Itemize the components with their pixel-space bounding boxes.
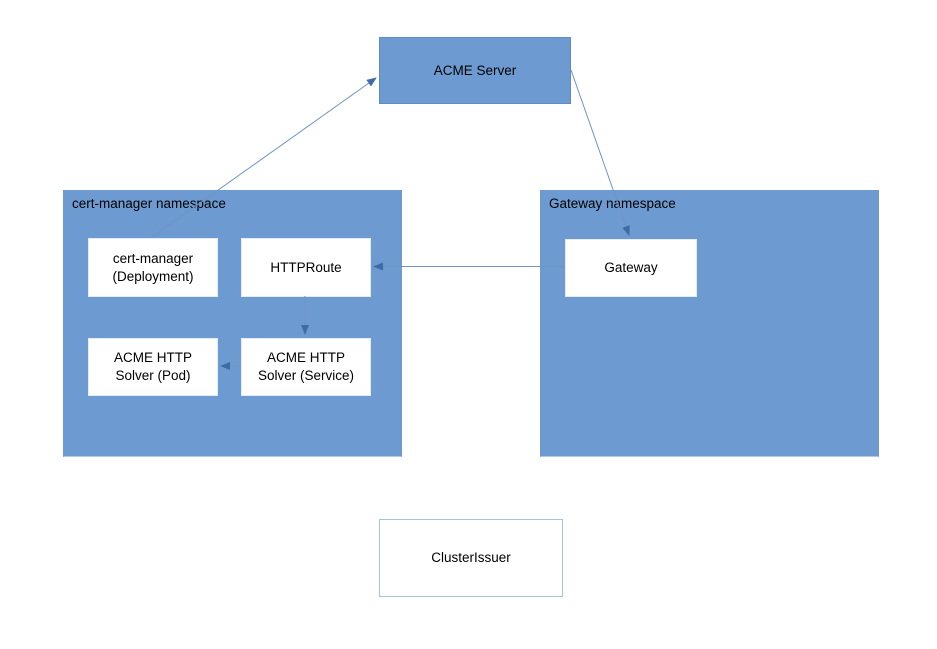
node-acme-http-solver-pod: ACME HTTP Solver (Pod) <box>88 338 218 396</box>
node-acme-server-label: ACME Server <box>433 62 517 78</box>
node-gateway: Gateway <box>565 239 697 297</box>
node-acme-server: ACME Server <box>379 37 571 104</box>
node-cluster-issuer-label: ClusterIssuer <box>431 550 511 565</box>
node-httproute: HTTPRoute <box>241 238 371 297</box>
container-cert-manager-namespace-label: cert-manager namespace <box>72 196 226 211</box>
node-gateway-label: Gateway <box>604 260 658 275</box>
container-gateway-namespace: Gateway namespace Gateway <box>540 190 879 457</box>
container-cert-manager-namespace: cert-manager namespace cert-manager (Dep… <box>63 190 402 457</box>
node-acme-http-solver-service-label: ACME HTTP Solver (Service) <box>257 350 355 383</box>
node-cluster-issuer: ClusterIssuer <box>379 519 563 597</box>
container-gateway-namespace-label: Gateway namespace <box>549 196 676 211</box>
node-cert-manager-deployment-label: cert-manager (Deployment) <box>112 250 194 284</box>
node-acme-http-solver-pod-label: ACME HTTP Solver (Pod) <box>113 350 192 383</box>
node-cert-manager-deployment: cert-manager (Deployment) <box>88 238 218 297</box>
node-httproute-label: HTTPRoute <box>270 259 342 275</box>
node-acme-http-solver-service: ACME HTTP Solver (Service) <box>241 338 371 396</box>
